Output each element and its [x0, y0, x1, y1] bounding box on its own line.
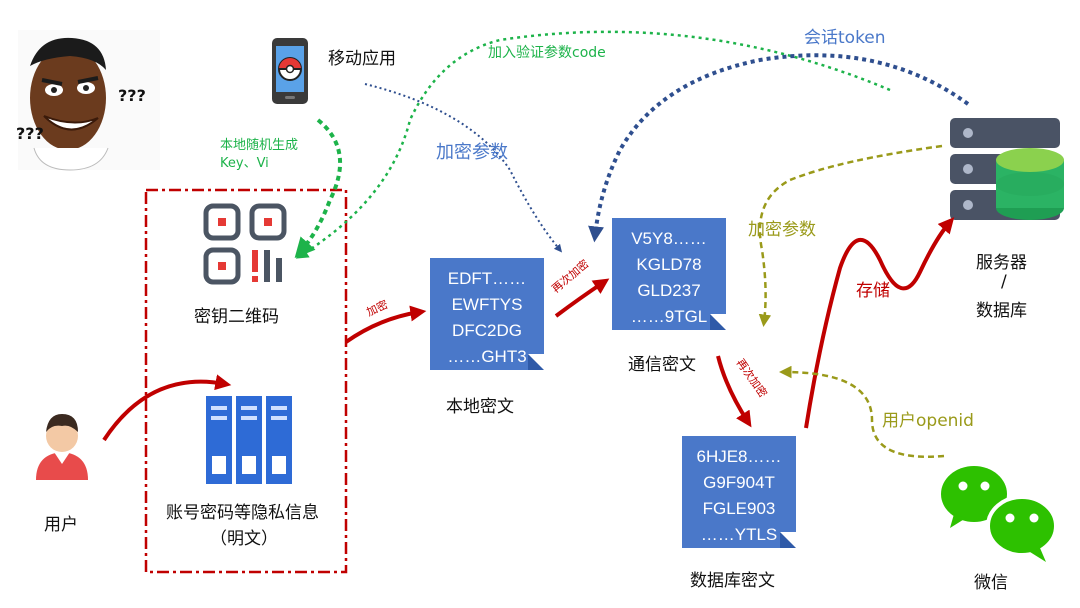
session-token-label: 会话token: [804, 28, 886, 48]
local-ciphertext-caption: 本地密文: [446, 397, 514, 417]
verification-code-label: 加入验证参数code: [488, 45, 606, 61]
local-gen-label-line2: Key、Vi: [220, 156, 269, 171]
doc-line: ……YTLS: [700, 525, 778, 544]
key-qr-label: 密钥二维码: [194, 307, 279, 327]
confused-face-icon: [18, 30, 160, 171]
encrypt-param-blue-label: 加密参数: [436, 142, 508, 163]
doc-line: DFC2DG: [452, 321, 522, 340]
user-label: 用户: [44, 515, 78, 535]
wechat-label: 微信: [974, 573, 1008, 593]
openid-arrow: [779, 365, 945, 458]
privacy-label-line1: 账号密码等隐私信息: [166, 503, 319, 523]
server-database-icon: [950, 118, 1064, 220]
server-label-line3: 数据库: [976, 301, 1027, 321]
client-boundary-box: [144, 188, 348, 574]
privacy-label-line2: （明文）: [210, 529, 278, 549]
local-ciphertext-doc: EDFT…… EWFTYS DFC2DG ……GHT3: [430, 258, 544, 370]
reencrypt-to-db-arrow: [716, 355, 752, 428]
olive-encrypt-param-arrow: [758, 144, 943, 327]
doc-line: V5Y8……: [631, 229, 707, 248]
doc-line: 6HJE8……: [696, 447, 782, 466]
reencrypt-to-comm-arrow: [554, 278, 610, 318]
mobile-app-label: 移动应用: [328, 49, 396, 69]
user-to-privacy-arrow: [102, 374, 232, 442]
store-label: 存储: [856, 281, 890, 301]
session-token-arrow: [588, 53, 970, 243]
doc-line: FGLE903: [702, 499, 776, 518]
comm-ciphertext-caption: 通信密文: [628, 355, 696, 375]
doc-fold: [528, 354, 544, 370]
qr-key-icon: [203, 203, 287, 285]
doc-line: EDFT……: [447, 269, 527, 288]
encrypt-param-arrow: [364, 83, 563, 253]
doc-line: G9F904T: [703, 473, 775, 492]
meme-mark-right: ???: [118, 86, 146, 105]
store-arrow: [804, 217, 955, 429]
doc-line: KGLD78: [636, 255, 702, 274]
server-label-line1: 服务器: [976, 253, 1027, 273]
user-avatar-icon: [36, 414, 88, 480]
code-verification-arrow: [295, 30, 891, 259]
document-binders-icon: [206, 396, 292, 484]
phone-to-qr-arrow: [294, 118, 343, 258]
openid-label: 用户openid: [882, 411, 974, 431]
wechat-icon: [941, 466, 1058, 562]
meme-mark-left: ???: [16, 124, 44, 143]
encrypt-param-olive-label: 加密参数: [748, 220, 816, 240]
db-ciphertext-doc: 6HJE8…… G9F904T FGLE903 ……YTLS: [682, 436, 796, 548]
doc-line: ……GHT3: [447, 347, 527, 366]
doc-fold: [710, 314, 726, 330]
mobile-phone-icon: [272, 38, 308, 104]
local-gen-label-line1: 本地随机生成: [220, 138, 299, 153]
doc-line: EWFTYS: [451, 295, 523, 314]
encrypt-to-local-arrow: [344, 305, 427, 344]
doc-fold: [780, 532, 796, 548]
comm-ciphertext-doc: V5Y8…… KGLD78 GLD237 ……9TGL: [612, 218, 726, 330]
doc-line: ……9TGL: [630, 307, 708, 326]
server-label-line2: /: [1001, 272, 1007, 292]
doc-line: GLD237: [637, 281, 701, 300]
db-ciphertext-caption: 数据库密文: [690, 571, 775, 591]
